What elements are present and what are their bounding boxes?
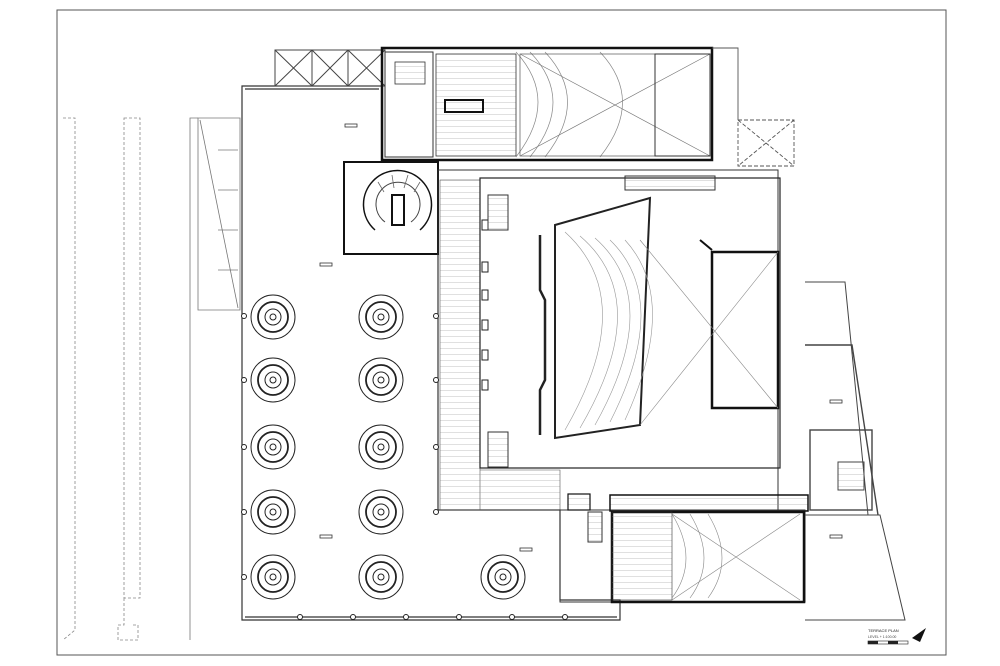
top-bay-frames: [274, 49, 386, 87]
right-wing: [805, 281, 906, 621]
spiral-stair: [343, 161, 439, 255]
planter: [250, 554, 296, 600]
terrace-outline: [241, 85, 621, 621]
terrace-columns: [241, 313, 568, 620]
planter: [480, 554, 526, 600]
sheet-border: [56, 9, 947, 656]
planter: [250, 294, 296, 340]
drawing-title: TERRACE PLAN: [868, 628, 899, 633]
planter: [358, 489, 404, 535]
planter: [358, 424, 404, 470]
road-band: [189, 117, 241, 640]
main-theatre: [437, 169, 781, 511]
planter: [250, 489, 296, 535]
drawing-scale: LEVEL + 1:100.00: [868, 635, 896, 639]
planter: [358, 357, 404, 403]
title-block: TERRACE PLAN LEVEL + 1:100.00: [867, 628, 909, 645]
terrace-markers: [319, 123, 843, 552]
planter-grid: [250, 294, 526, 600]
site-boundary-left: [62, 117, 141, 641]
top-right-frame: [712, 47, 795, 167]
north-arrow-icon: [912, 628, 926, 642]
planter: [358, 554, 404, 600]
planter: [250, 424, 296, 470]
planter: [358, 294, 404, 340]
small-auditorium-bottom: [559, 493, 809, 604]
planter: [250, 357, 296, 403]
small-auditorium-top: [380, 46, 714, 162]
